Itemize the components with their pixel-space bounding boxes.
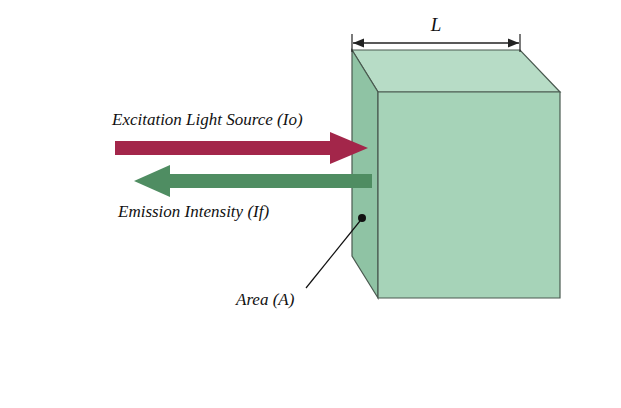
dimension-tick [519, 34, 520, 52]
cube-front-face [378, 92, 560, 298]
leader-line [306, 221, 360, 288]
dimension-label: L [431, 14, 442, 37]
emission-arrow [134, 165, 372, 197]
dimension-tick [351, 34, 352, 52]
callout-label: Area (A) [236, 290, 294, 310]
excitation-arrow [115, 132, 368, 164]
callout-label: Emission Intensity (If) [118, 202, 269, 222]
cube-top-face [352, 50, 560, 92]
dimension-line [353, 42, 519, 43]
area-dot [358, 214, 366, 222]
callout-label: Excitation Light Source (Io) [112, 110, 303, 130]
